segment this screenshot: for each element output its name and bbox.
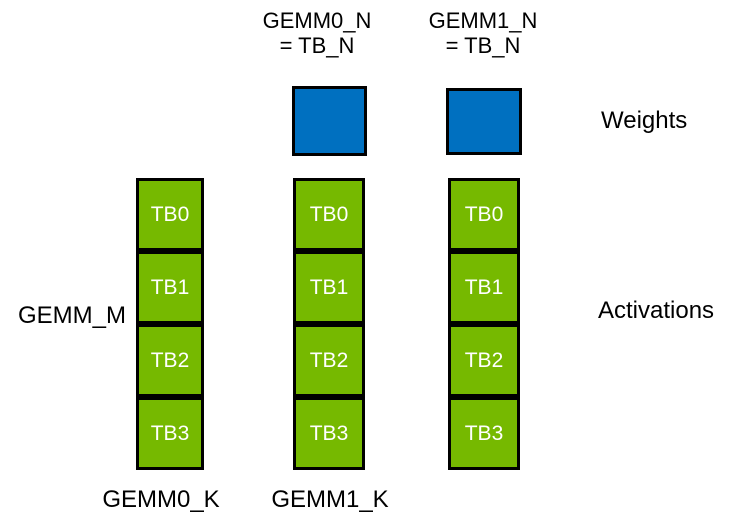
tb-block: TB0 [448, 178, 520, 251]
weights-label: Weights [601, 107, 688, 134]
gemm1-weights-block [446, 88, 522, 155]
gemm1-n-header: GEMM1_N = TB_N [429, 8, 538, 58]
gemm0-n-header-line2: = TB_N [279, 33, 355, 58]
tb-block: TB1 [448, 251, 520, 324]
gemm0-n-header-line1: GEMM0_N [262, 8, 372, 33]
gemm1-n-header-line1: GEMM1_N [428, 8, 538, 33]
tb-block: TB2 [293, 324, 365, 397]
gemm1-k-label: GEMM1_K [271, 486, 389, 513]
tb-block: TB3 [293, 397, 365, 470]
gemm0-weights-block [292, 86, 367, 156]
tb-block: TB0 [293, 178, 365, 251]
gemm-m-label: GEMM_M [18, 302, 126, 329]
activations-label: Activations [598, 297, 715, 324]
gemm0-n-header: GEMM0_N = TB_N [263, 8, 372, 58]
tb-block: TB3 [448, 397, 520, 470]
tb-block: TB2 [448, 324, 520, 397]
tb-block: TB1 [136, 251, 204, 324]
tb-block: TB3 [136, 397, 204, 470]
tb-block: TB0 [136, 178, 204, 251]
activations-column-2: TB0 TB1 TB2 TB3 [293, 178, 365, 470]
tb-block: TB1 [293, 251, 365, 324]
gemm0-k-label: GEMM0_K [102, 486, 220, 513]
activations-column-3: TB0 TB1 TB2 TB3 [448, 178, 520, 470]
gemm1-n-header-line2: = TB_N [445, 33, 521, 58]
tb-block: TB2 [136, 324, 204, 397]
activations-column-1: TB0 TB1 TB2 TB3 [136, 178, 204, 470]
